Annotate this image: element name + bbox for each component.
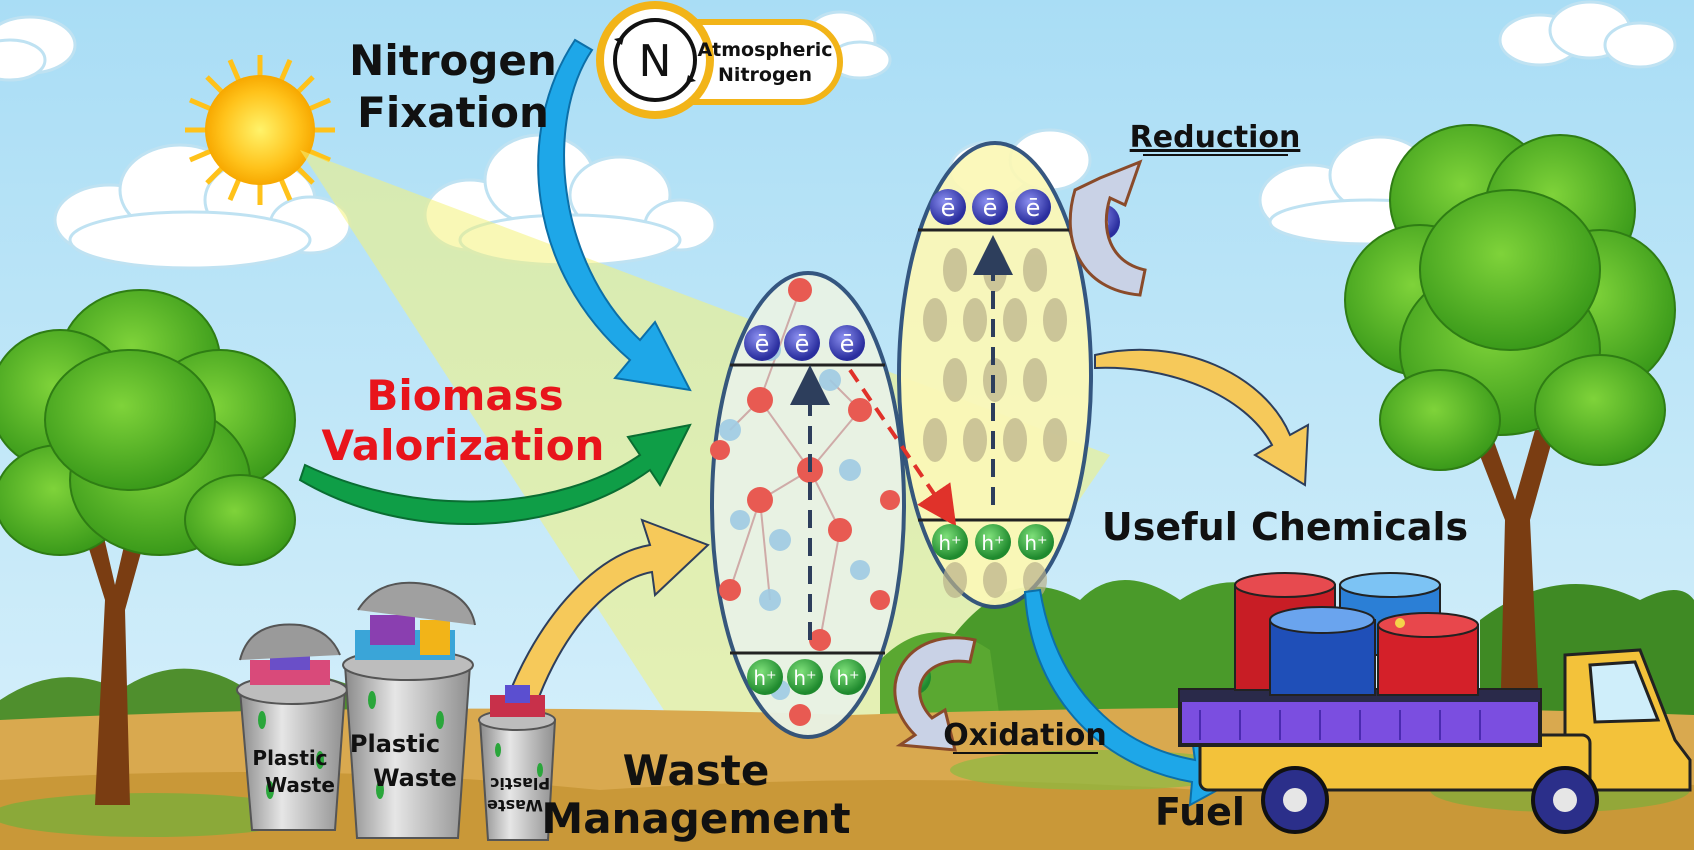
chemical-barrels [1234, 572, 1479, 696]
bin-left-label-1: Plastic [252, 746, 327, 770]
nitrogen-fixation-title-2: Fixation [357, 88, 549, 137]
hole-label: h⁺ [981, 531, 1004, 555]
useful-chemicals-label: Useful Chemicals [1102, 505, 1468, 549]
holes-right: h⁺ h⁺ h⁺ [932, 524, 1054, 560]
nitrogen-fixation-arrow [537, 38, 692, 392]
bin-middle [342, 581, 476, 839]
electrons-left: ē ē ē [744, 325, 865, 361]
hole-label: h⁺ [753, 666, 776, 690]
bin-left [236, 623, 348, 831]
biomass-title-2: Valorization [322, 421, 605, 470]
waste-title-2: Management [541, 794, 850, 843]
cloud [0, 15, 77, 82]
cloud [1498, 0, 1677, 69]
fuel-label: Fuel [1155, 790, 1245, 834]
bin-right-label-1: Plastic [490, 774, 550, 793]
barrel-blue-front [1269, 606, 1376, 696]
electron-label: ē [983, 194, 998, 222]
biomass-title-1: Biomass [366, 371, 563, 420]
oxidation-arrow [893, 636, 977, 752]
biomass-arrow [298, 423, 692, 526]
oxide-catalyst-ellipse [710, 271, 906, 739]
electron-label: ē [840, 330, 855, 358]
bin-middle-label-2: Waste [373, 764, 457, 792]
cloud [53, 143, 352, 270]
electron-label: ē [941, 194, 956, 222]
reduction-arrow [1068, 159, 1147, 297]
atmospheric-nitrogen-badge: N Atmospheric Nitrogen [596, 1, 843, 119]
electron-label: ē [1026, 194, 1041, 222]
sun [185, 55, 335, 205]
atmospheric-label: Atmospheric [697, 39, 832, 61]
waste-title-1: Waste [623, 746, 770, 795]
useful-chemicals-arrow [1094, 348, 1310, 487]
truck [1178, 648, 1692, 834]
hole-label: h⁺ [793, 666, 816, 690]
bin-left-label-2: Waste [265, 773, 335, 797]
right-tree [1344, 124, 1676, 730]
atmospheric-nitrogen-label: Nitrogen [718, 64, 812, 86]
bin-right-label-2: Waste [487, 796, 543, 815]
left-tree [0, 289, 296, 805]
electron-label: ē [795, 330, 810, 358]
electron-label: ē [755, 330, 770, 358]
hole-label: h⁺ [1024, 531, 1047, 555]
nitrogen-fixation-title-1: Nitrogen [349, 36, 557, 85]
nitrogen-symbol: N [639, 36, 672, 87]
charge-transfer-arrow [848, 368, 957, 527]
bin-middle-label-1: Plastic [350, 730, 440, 758]
hole-label: h⁺ [836, 666, 859, 690]
hole-label: h⁺ [938, 531, 961, 555]
reduction-label: Reduction [1130, 120, 1301, 155]
trash-bins: Plastic Waste Plastic Waste Plastic Wast… [236, 581, 557, 841]
barrel-red-front [1377, 612, 1479, 696]
oxidation-label: Oxidation [943, 718, 1106, 753]
